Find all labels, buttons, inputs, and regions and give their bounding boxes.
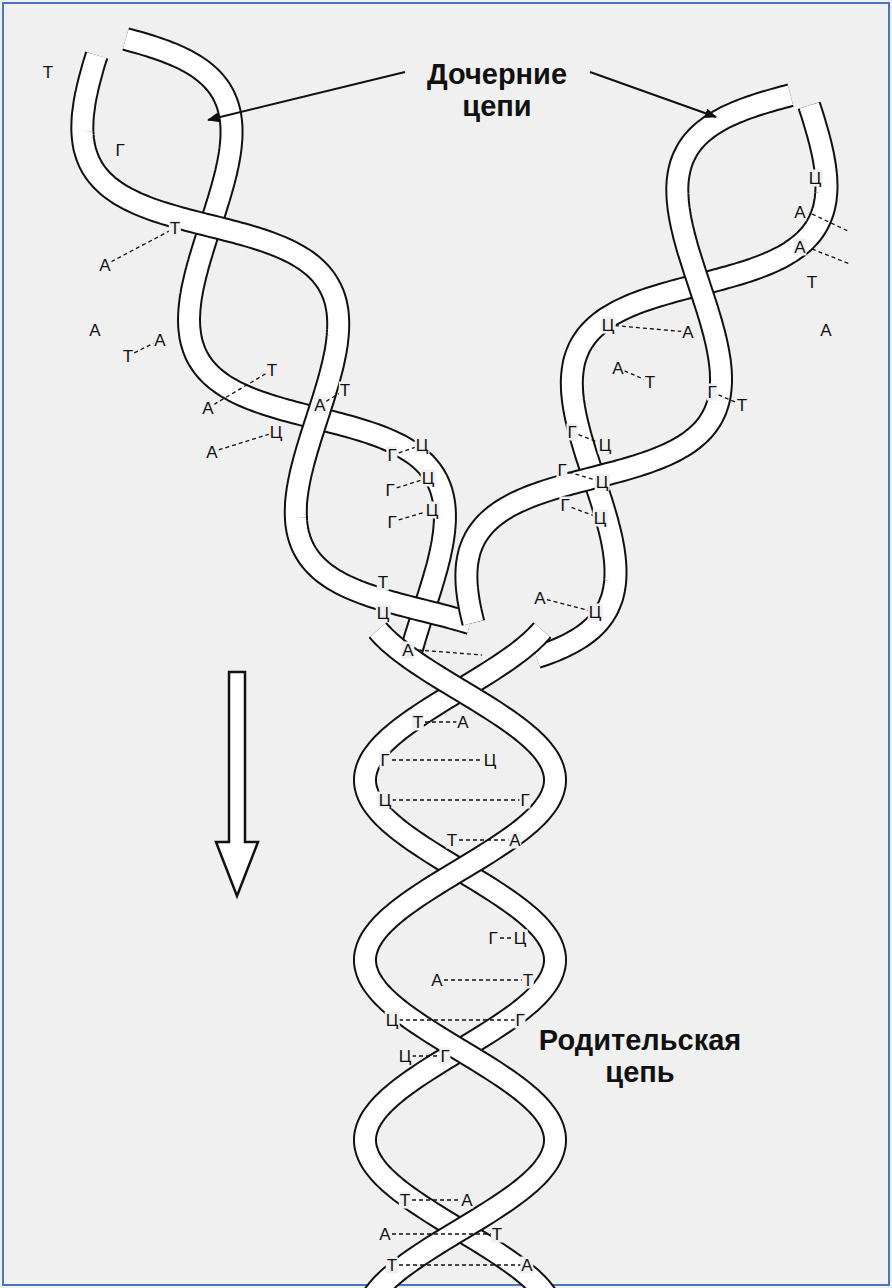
nucleotide-letter: А [378,1226,391,1243]
nucleotide-letter: Ц [421,470,436,487]
strand-ribbon [365,630,555,1288]
nucleotide-letter: Т [522,972,534,989]
caption-label: Дочерние цепи [405,58,590,123]
nucleotide-letter: Ц [378,792,393,809]
hydrogen-bond [608,325,688,332]
nucleotide-letter: А [819,322,832,339]
nucleotide-letter: Т [386,1257,398,1274]
hydrogen-bond [105,228,175,265]
nucleotide-letter: Ц [595,474,610,491]
nucleotide-letter: Т [412,714,424,731]
strand-outline [82,55,470,623]
dna-helix [82,39,826,1288]
nucleotide-letter: А [533,590,546,607]
nucleotide-letter: Г [514,1012,525,1029]
nucleotide-letter: А [401,642,414,659]
hydrogen-bond [812,249,850,264]
nucleotide-letter: А [460,1192,473,1209]
strand-ribbon [126,39,445,657]
nucleotide-letter: А [793,204,806,221]
nucleotide-letter: А [201,400,214,417]
nucleotide-letter: Т [644,374,656,391]
strand-outline [126,39,445,657]
nucleotide-letter: Г [706,384,717,401]
strand-outline [466,95,790,623]
nucleotide-letter: Г [519,792,530,809]
nucleotide-letter: А [793,239,806,256]
nucleotide-letter: Г [439,1048,450,1065]
hydrogen-bond [212,432,276,452]
nucleotide-letter: Т [377,574,389,591]
nucleotide-letter: Ц [269,424,284,441]
nucleotide-letter: Г [559,497,570,514]
nucleotide-letter: Г [384,482,395,499]
base-pair-bonds [105,228,742,1265]
nucleotide-letter: Ц [415,437,430,454]
hydrogen-bond [385,799,525,800]
nucleotide-letter: Т [736,397,748,414]
hydrogen-bond [437,979,528,980]
nucleotide-letter: Ц [483,752,498,769]
direction-arrow [216,672,258,896]
nucleotide-letter: А [508,832,521,849]
nucleotide-letter: А [205,444,218,461]
leader-arrow [590,72,716,117]
nucleotide-letter: Т [122,348,134,365]
hydrogen-bond [418,650,482,655]
nucleotide-letter: Ц [808,170,823,187]
strand-ribbon [365,630,555,1288]
nucleotide-letter: Ц [598,437,613,454]
hydrogen-bond [385,759,490,760]
nucleotide-letter: Ц [513,930,528,947]
nucleotide-letter: Г [556,462,567,479]
nucleotide-letter: Ц [385,1012,400,1029]
nucleotide-letter: А [520,1257,533,1274]
hydrogen-bond [392,1264,527,1265]
nucleotide-letter: Т [42,64,54,81]
nucleotide-letter: А [88,322,101,339]
hydrogen-bond [452,839,515,840]
nucleotide-letter: А [313,397,326,414]
nucleotide-letter: Ц [601,317,616,334]
nucleotide-letter: Ц [376,605,391,622]
nucleotide-letter: Ц [425,502,440,519]
strand-outline [365,630,555,1288]
hydrogen-bond [392,1019,520,1020]
nucleotide-letter: А [611,360,624,377]
nucleotide-letter: Г [386,447,397,464]
nucleotide-letter: А [153,332,166,349]
nucleotide-letter: Т [446,832,458,849]
nucleotide-letter: А [98,257,111,274]
hydrogen-bond [812,214,850,232]
nucleotide-letter: Т [491,1226,503,1243]
nucleotide-letter: Г [487,930,498,947]
nucleotide-letter: Т [339,382,351,399]
nucleotide-letter: Т [169,220,181,237]
hydrogen-bond [208,370,272,408]
frame [3,3,889,1285]
nucleotide-letter: Г [386,514,397,531]
nucleotide-letter: Ц [588,604,603,621]
strand-outline [365,630,555,1288]
hydrogen-bond [385,1233,497,1234]
caption-label: Родительская цепь [533,1024,748,1089]
nucleotide-letter: А [430,972,443,989]
nucleotide-letter: Г [379,752,390,769]
nucleotide-letter: Т [266,362,278,379]
nucleotide-letter: Г [566,424,577,441]
nucleotide-letter: Т [806,274,818,291]
nucleotide-letter: Ц [593,510,608,527]
nucleotide-letter: Ц [398,1048,413,1065]
nucleotide-letter: Т [399,1192,411,1209]
strand-ribbon [466,95,790,623]
nucleotide-letter: Г [114,142,125,159]
nucleotide-letter: А [456,714,469,731]
hydrogen-bond [405,1199,467,1200]
nucleotide-letter: А [681,324,694,341]
strand-ribbon [82,55,470,623]
leader-arrow [208,72,405,120]
